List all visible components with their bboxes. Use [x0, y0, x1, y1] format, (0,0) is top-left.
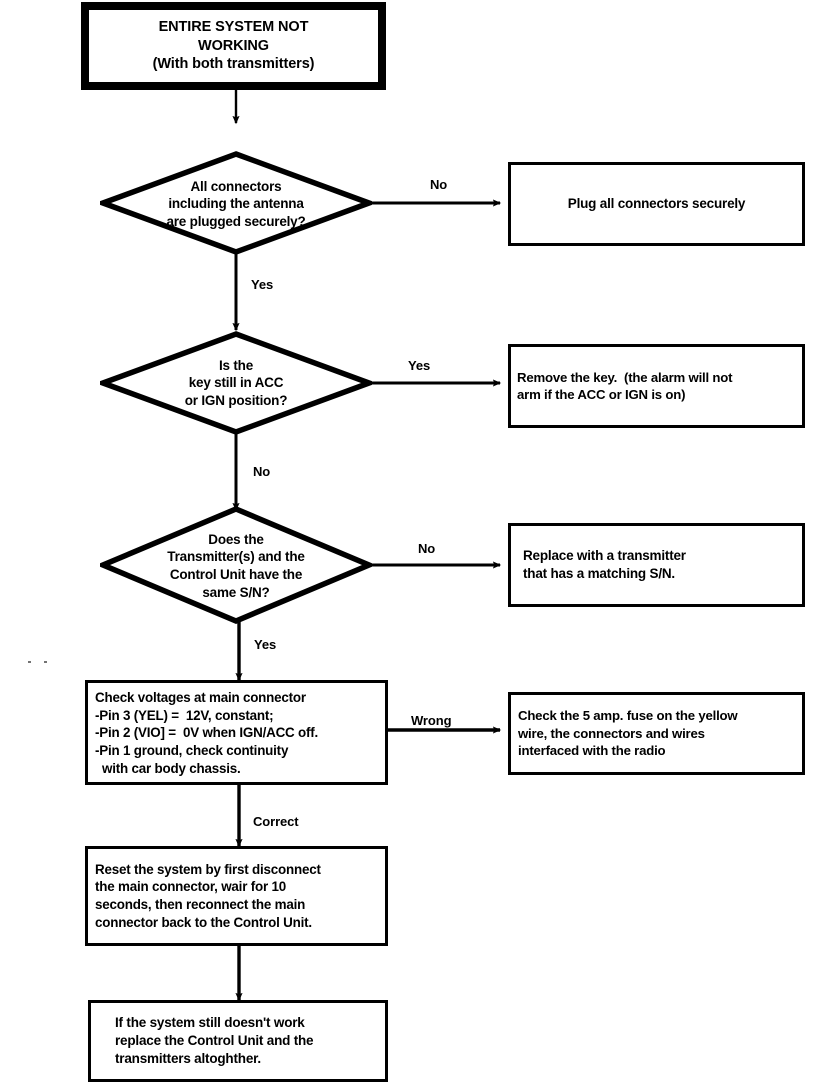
scan-speck	[44, 661, 47, 663]
result-node-remove-key[interactable]: Remove the key. (the alarm will not arm …	[508, 344, 805, 428]
result-node-plug-connectors[interactable]: Plug all connectors securely	[508, 162, 805, 246]
diamond-shape	[100, 151, 372, 255]
result-node-replace-transmitter[interactable]: Replace with a transmitter that has a ma…	[508, 523, 805, 607]
edge-label-no-2: No	[253, 464, 271, 479]
edge-label-yes-1: Yes	[251, 277, 274, 292]
decision-node-key-position[interactable]: Is the key still in ACC or IGN position?	[100, 331, 372, 435]
result-node-replace-transmitter-label: Replace with a transmitter that has a ma…	[523, 548, 686, 581]
decision-node-connectors[interactable]: All connectors including the antenna are…	[100, 151, 372, 255]
process-node-check-voltages-label: Check voltages at main connector -Pin 3 …	[95, 690, 319, 776]
start-node[interactable]: ENTIRE SYSTEM NOT WORKING (With both tra…	[81, 2, 386, 90]
edge-label-correct: Correct	[253, 814, 299, 829]
process-node-reset-system[interactable]: Reset the system by first disconnect the…	[85, 846, 388, 946]
result-node-check-fuse-label: Check the 5 amp. fuse on the yellow wire…	[518, 708, 738, 759]
edge-label-no-3: No	[418, 541, 436, 556]
diamond-shape	[100, 331, 372, 435]
result-node-check-fuse[interactable]: Check the 5 amp. fuse on the yellow wire…	[508, 692, 805, 775]
edge-label-wrong: Wrong	[411, 713, 452, 728]
process-node-reset-system-label: Reset the system by first disconnect the…	[95, 861, 321, 930]
edge-label-yes-3: Yes	[254, 637, 277, 652]
result-node-plug-connectors-label: Plug all connectors securely	[567, 196, 746, 212]
end-node-replace-all-label: If the system still doesn't work replace…	[115, 1015, 314, 1066]
end-node-replace-all[interactable]: If the system still doesn't work replace…	[88, 1000, 388, 1082]
decision-node-serial-number[interactable]: Does the Transmitter(s) and the Control …	[100, 506, 372, 624]
start-node-label: ENTIRE SYSTEM NOT WORKING (With both tra…	[152, 19, 315, 73]
result-node-remove-key-label: Remove the key. (the alarm will not arm …	[517, 369, 733, 402]
scan-speck	[28, 661, 31, 663]
process-node-check-voltages[interactable]: Check voltages at main connector -Pin 3 …	[85, 680, 388, 785]
edge-label-no-1: No	[430, 177, 448, 192]
diamond-shape	[100, 506, 372, 624]
edge-label-yes-2: Yes	[408, 358, 431, 373]
